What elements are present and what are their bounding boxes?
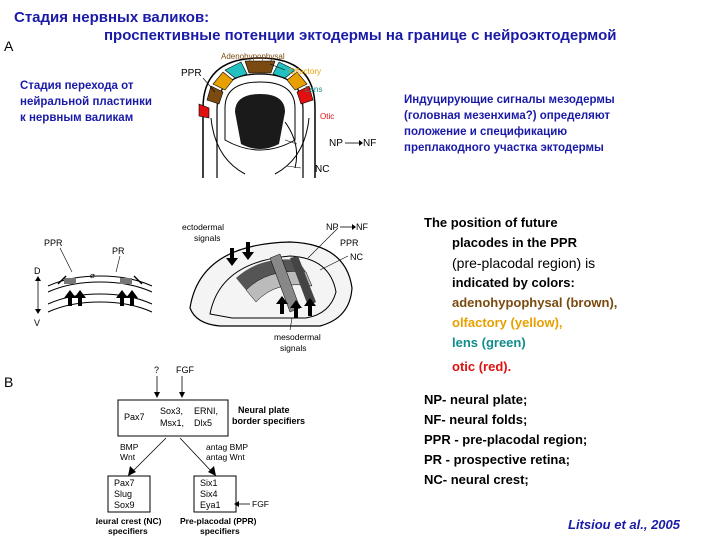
flow-gene-dlx5: Dlx5 [194,418,212,428]
mid-ppr-label: PPR [44,238,63,248]
meso-label-1: mesodermal [274,332,321,342]
flow-fgf-top: FGF [176,365,194,375]
ppr-label: PPR [181,68,202,79]
meso-label-2: signals [280,343,306,353]
abbreviation-item: NP- neural plate; [424,392,528,407]
legend-otic: otic (red). [452,359,512,374]
ppr-specifiers-line1: Pre-placodal (PPR) [180,516,257,526]
flow-right-signal-2: antag Wnt [206,452,245,462]
nf-label: NF [363,138,376,149]
mid-nf-label: NF [356,222,368,232]
abbreviation-list: NP- neural plate; NF- neural folds; PPR … [424,390,587,490]
right-note-line: положение и спецификацию [404,126,568,138]
nc-gene-2: Slug [114,489,132,499]
olfactory-segment-right [286,71,308,91]
border-spec-line2: border specifiers [232,416,305,426]
flow-right-signal-1: antag BMP [206,442,248,452]
right-note-line: (головная мезенхима?) определяют [404,110,611,122]
right-note-line: преплакодного участка эктодермы [404,142,604,154]
left-note-line: нейральной пластинки [20,96,152,108]
svg-text:⌀: ⌀ [90,271,95,280]
flow-gene-pax7: Pax7 [124,412,145,422]
flow-left-signal-2: Wnt [120,452,136,462]
nc-gene-3: Sox9 [114,500,135,510]
flow-question: ? [154,365,159,375]
otic-segment [296,85,314,105]
ecto-label-2: signals [194,233,220,243]
legend-adeno: adenohypophysal (brown), [452,295,618,310]
flow-gene-erni: ERNI, [194,406,218,416]
adeno-segment [206,85,224,105]
abbreviation-item: PPR - pre-placodal region; [424,432,588,447]
v-label: V [34,318,40,328]
nc-specifiers-line2: specifiers [108,526,148,536]
abbreviation-item: PR - prospective retina; [424,452,570,467]
right-note-line: Индуцирующие сигналы мезодермы [404,94,615,106]
adeno-center-segment [244,60,276,74]
flow-gene-msx1: Msx1, [160,418,184,428]
ppr-specifiers-line2: specifiers [200,526,240,536]
border-spec-line1: Neural plate [238,405,290,415]
legend-line-1: The position of future [424,215,558,230]
legend-lens: lens (green) [452,335,526,350]
flow-gene-sox3: Sox3, [160,406,183,416]
nc-specifiers-line1: Neural crest (NC) [96,516,162,526]
citation: Litsiou et al., 2005 [568,517,680,532]
abbreviation-item: NC- neural crest; [424,472,529,487]
ppr-gene-1: Six1 [200,478,218,488]
gene-flowchart: ? FGF Pax7 Sox3, Msx1, ERNI, Dlx5 Neural… [96,365,305,536]
ecto-label-1: ectodermal [182,222,224,232]
legend-line-4: indicated by colors: [452,275,575,290]
lens-label: Lens [305,85,322,94]
legend-line-3: (pre-placodal region) is [452,255,596,271]
left-note-line: Стадия перехода от [20,80,134,92]
flow-left-signal-1: BMP [120,442,139,452]
embryo-signals-diagram: ectodermal signals NP NF PPR NC mesoderm… [182,222,368,353]
right-note: Индуцирующие сигналы мезодермы (головная… [404,92,674,156]
mid-pr-label: PR [112,246,125,256]
nc-gene-1: Pax7 [114,478,135,488]
left-note-line: к нервным валикам [20,112,134,124]
ppr-gene-2: Six4 [200,489,218,499]
olfactory-segment [212,71,234,91]
mid-nc-label: NC [350,252,363,262]
d-label: D [34,266,41,276]
adeno-label: Adenohypophysal [221,52,285,61]
np-label: NP [329,138,343,149]
ppr-gene-3: Eya1 [200,500,221,510]
neural-fold-diagram: Adenohypophysal PPR Olfactory Lens Otic … [181,52,376,178]
panel-a-label: A [4,38,14,54]
placode-legend: The position of future placodes in the P… [424,213,714,377]
olfactory-label: Olfactory [289,67,321,76]
mid-ppr2-label: PPR [340,238,359,248]
left-note: Стадия перехода от нейральной пластинки … [20,78,180,126]
lens-segment-right [272,61,296,79]
otic-segment-left [198,103,210,119]
title-line-1: Стадия нервных валиков: [14,9,210,26]
nc-label: NC [315,164,329,175]
dv-section-diagram: PPR PR D V ⌀ [34,238,153,328]
legend-olfactory: olfactory (yellow), [452,315,563,330]
title-line-2: проспективные потенции эктодермы на гран… [104,27,617,44]
lens-segment [224,61,248,79]
mid-np-label: NP [326,222,339,232]
otic-label: Otic [320,112,334,121]
abbreviation-item: NF- neural folds; [424,412,528,427]
panel-b-label: B [4,374,14,390]
legend-line-2: placodes in the PPR [452,235,577,250]
flow-fgf-bottom: FGF [252,499,269,509]
